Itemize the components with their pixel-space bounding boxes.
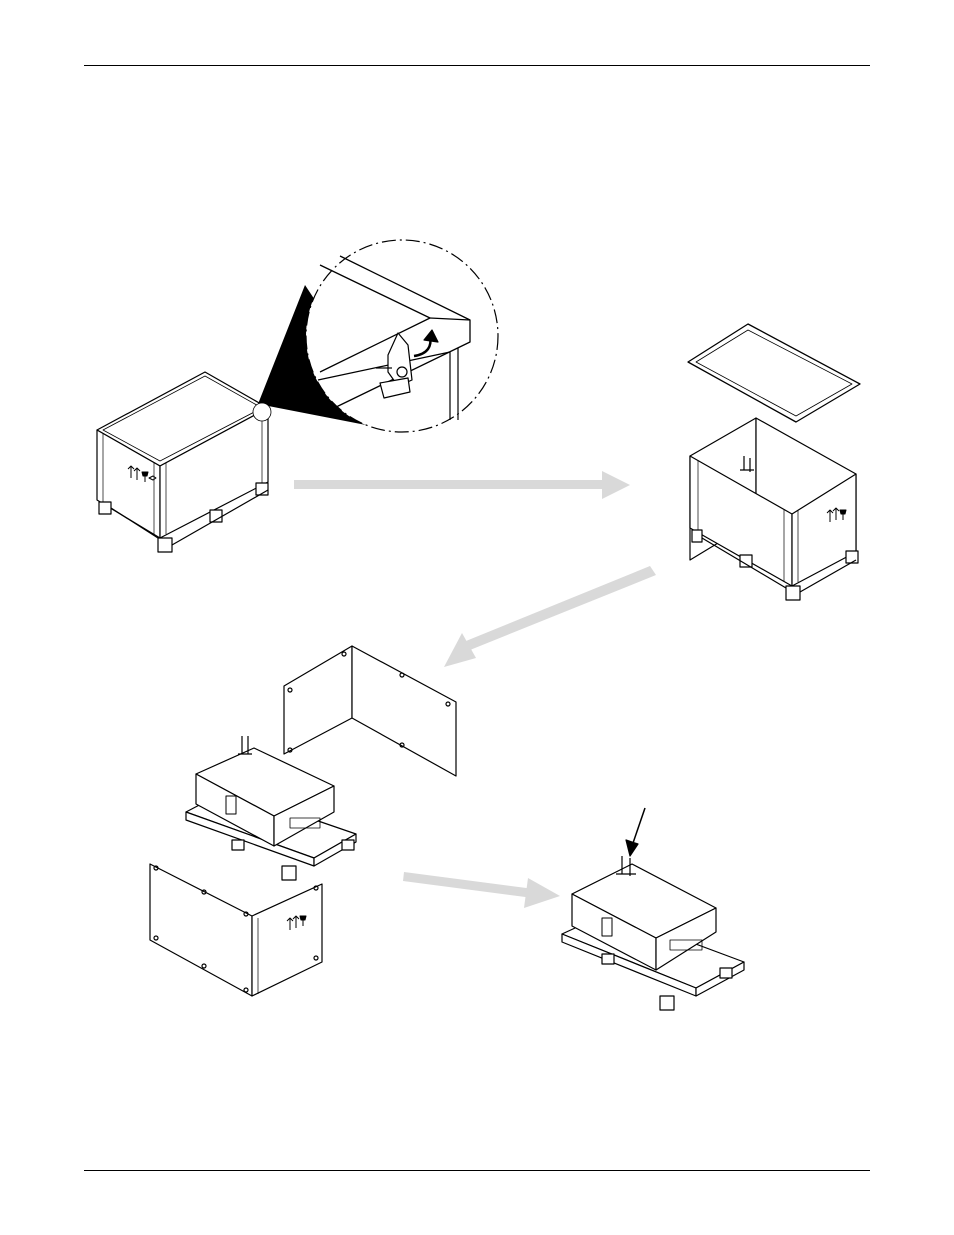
fragile-handling-symbols-icon (827, 508, 846, 522)
open-crate (690, 418, 858, 600)
unit-on-pallet-step3 (186, 736, 356, 880)
removed-side-panel-back (284, 646, 456, 776)
lifting-point-arrow-icon (626, 808, 645, 856)
unit-on-pallet-final (562, 856, 744, 1010)
closed-crate (97, 372, 268, 552)
clip-detail-callout (253, 240, 498, 432)
removed-lid (688, 324, 860, 422)
removed-side-panel-front (150, 864, 322, 996)
step-arrow-3 (403, 872, 560, 908)
step-arrow-1 (294, 471, 630, 499)
step-arrow-2 (444, 566, 656, 667)
